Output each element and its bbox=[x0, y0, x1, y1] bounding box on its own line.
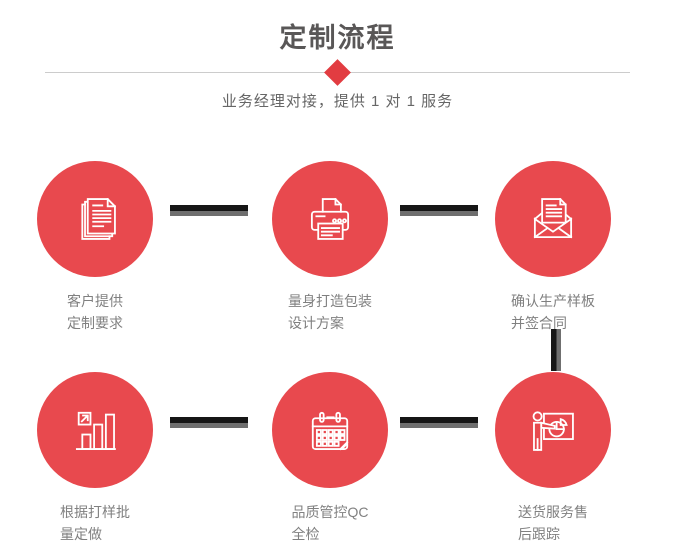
connector-step5-step6 bbox=[400, 417, 478, 428]
presentation-icon bbox=[524, 401, 582, 459]
step-batch-production: 根据打样批 量定做 bbox=[37, 372, 153, 545]
step-sample-contract: 确认生产样板 并签合同 bbox=[495, 161, 611, 334]
connector-step4-step5 bbox=[170, 417, 248, 428]
step-label-line1: 确认生产样板 bbox=[511, 293, 595, 309]
step-label-line2: 定制要求 bbox=[67, 315, 123, 331]
documents-icon bbox=[66, 190, 124, 248]
bar-chart-icon bbox=[66, 401, 124, 459]
connector-step1-step2 bbox=[170, 205, 248, 216]
step-label-line1: 根据打样批 bbox=[60, 504, 130, 520]
step-circle bbox=[495, 161, 611, 277]
step-circle bbox=[495, 372, 611, 488]
step-label: 量身打造包装 设计方案 bbox=[272, 290, 388, 334]
calendar-icon bbox=[301, 401, 359, 459]
connector-step3-step6 bbox=[551, 329, 561, 371]
step-label-line1: 品质管控QC bbox=[291, 504, 369, 520]
step-packaging-design: 量身打造包装 设计方案 bbox=[272, 161, 388, 334]
step-label-line1: 量身打造包装 bbox=[288, 293, 372, 309]
step-label: 客户提供 定制要求 bbox=[37, 290, 153, 334]
subtitle: 业务经理对接，提供 1 对 1 服务 bbox=[221, 93, 454, 110]
step-customer-requirements: 客户提供 定制要求 bbox=[37, 161, 153, 334]
step-label-line1: 客户提供 bbox=[67, 293, 123, 309]
step-label-line1: 送货服务售 bbox=[518, 504, 588, 520]
diamond-icon bbox=[324, 59, 351, 86]
step-label: 确认生产样板 并签合同 bbox=[495, 290, 611, 334]
connector-step2-step3 bbox=[400, 205, 478, 216]
step-circle bbox=[272, 372, 388, 488]
step-label: 品质管控QC 全检 bbox=[272, 501, 388, 545]
step-delivery-aftersales: 送货服务售 后跟踪 bbox=[495, 372, 611, 545]
step-circle bbox=[272, 161, 388, 277]
step-quality-control: 品质管控QC 全检 bbox=[272, 372, 388, 545]
step-label-line2: 并签合同 bbox=[511, 315, 567, 331]
step-label: 根据打样批 量定做 bbox=[37, 501, 153, 545]
page-title: 定制流程 bbox=[279, 23, 396, 53]
step-circle bbox=[37, 161, 153, 277]
printer-icon bbox=[301, 190, 359, 248]
step-label-line2: 设计方案 bbox=[288, 315, 344, 331]
envelope-icon bbox=[524, 190, 582, 248]
step-label-line2: 全检 bbox=[291, 526, 320, 542]
step-label-line2: 后跟踪 bbox=[518, 526, 560, 542]
step-circle bbox=[37, 372, 153, 488]
step-label-line2: 量定做 bbox=[60, 526, 102, 542]
step-label: 送货服务售 后跟踪 bbox=[495, 501, 611, 545]
